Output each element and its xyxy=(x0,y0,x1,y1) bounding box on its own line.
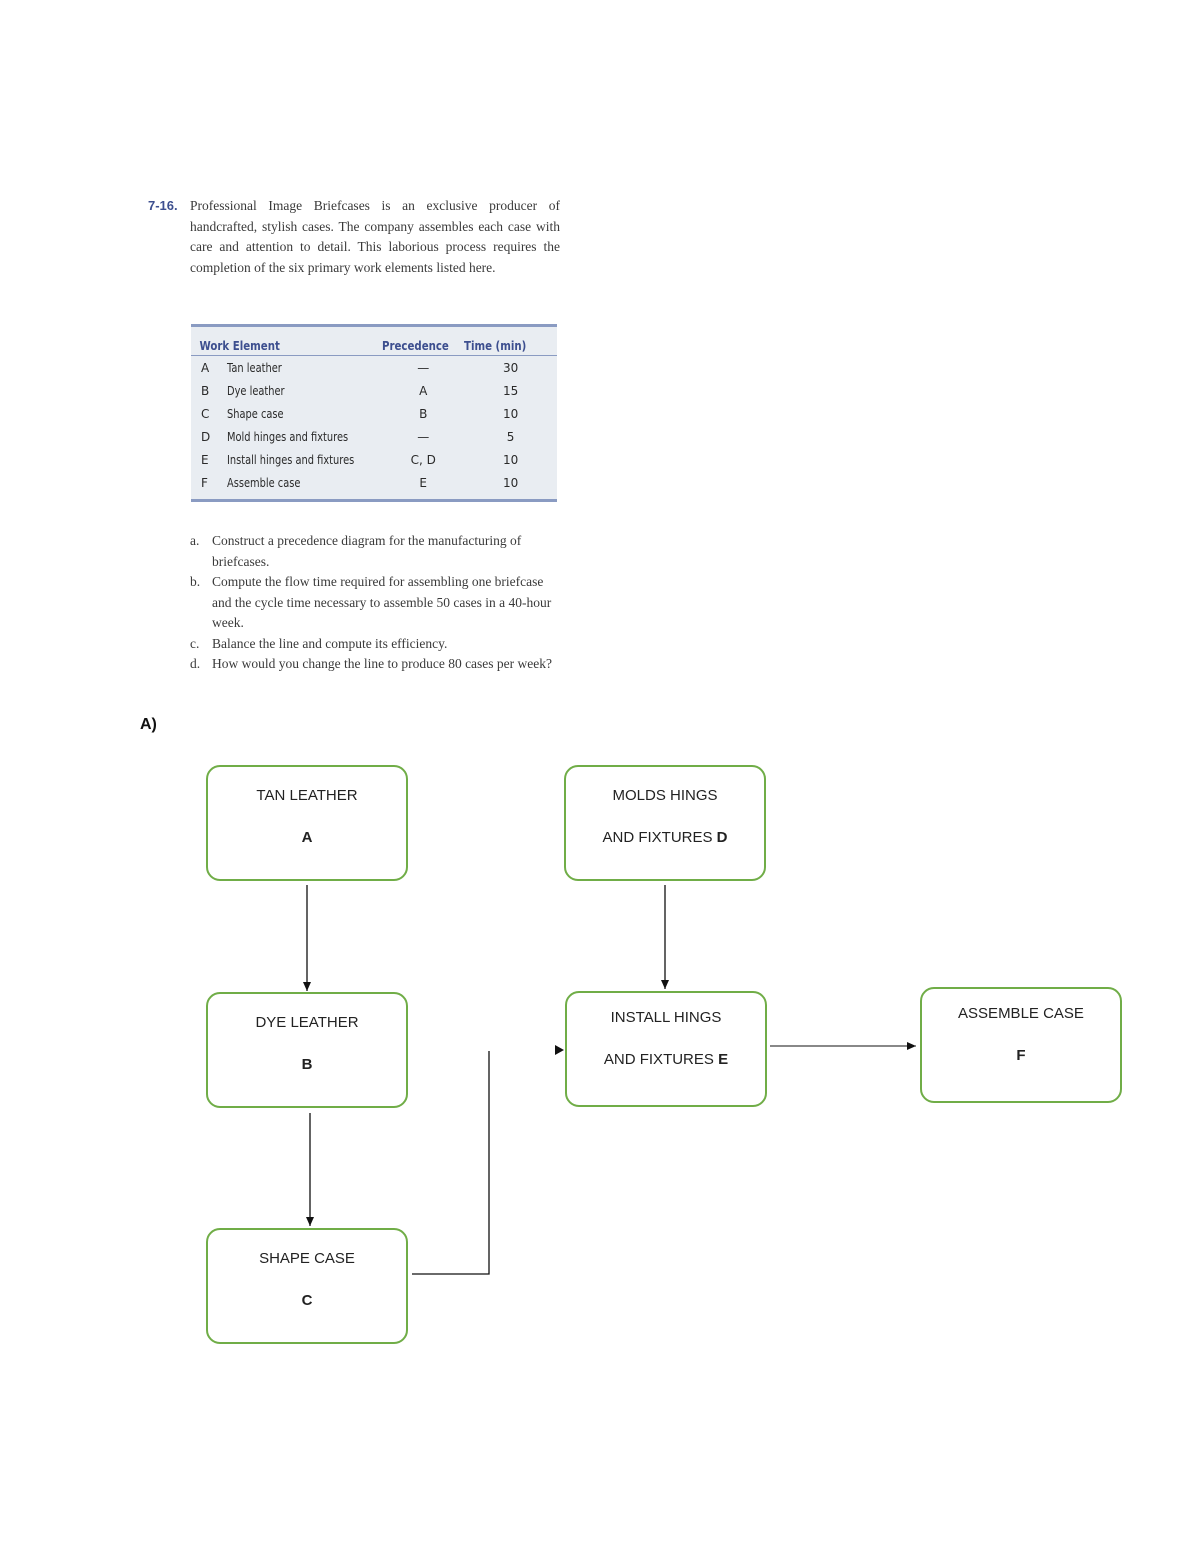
node-id: C xyxy=(301,1292,313,1309)
question-text: Balance the line and compute its efficie… xyxy=(212,635,448,651)
node-label: ASSEMBLE CASE xyxy=(958,1005,1084,1022)
node-label: MOLDS HINGS xyxy=(612,787,718,804)
row-time: 5 xyxy=(506,429,515,444)
node-tan-leather: TAN LEATHER A xyxy=(206,765,408,881)
node-id: F xyxy=(1016,1047,1026,1064)
question-text: Construct a precedence diagram for the m… xyxy=(212,533,522,569)
node-label-line2: AND FIXTURES xyxy=(602,829,713,846)
problem-intro: Professional Image Briefcases is an excl… xyxy=(190,198,560,275)
question-text: Compute the flow time required for assem… xyxy=(212,574,552,630)
row-name: Dye leather xyxy=(227,383,285,398)
node-dye-leather: DYE LEATHER B xyxy=(206,992,408,1108)
work-element-table: Work Element Precedence Time (min) A Tan… xyxy=(191,324,557,502)
header-precedence: Precedence xyxy=(382,337,452,356)
question-letter: a. xyxy=(190,533,200,548)
row-name: Tan leather xyxy=(227,360,282,375)
node-shape-case: SHAPE CASE C xyxy=(206,1228,408,1344)
row-id: D xyxy=(201,429,211,444)
node-install-hinges: INSTALL HINGS AND FIXTURES E xyxy=(565,991,767,1107)
node-id: D xyxy=(716,829,728,846)
question-letter: b. xyxy=(190,574,201,589)
row-precedence: A xyxy=(419,383,428,398)
problem-number: 7-16. xyxy=(148,198,178,213)
row-name: Install hinges and fixtures xyxy=(227,452,355,467)
row-id: F xyxy=(201,475,208,490)
edge-c-e-arrowhead xyxy=(555,1045,564,1055)
node-mold-hinges: MOLDS HINGS AND FIXTURES D xyxy=(564,765,766,881)
node-label: INSTALL HINGS xyxy=(610,1009,722,1026)
node-id: B xyxy=(301,1056,313,1073)
node-id: A xyxy=(301,829,313,846)
row-id: A xyxy=(201,360,210,375)
edge-c-e xyxy=(412,1051,490,1275)
row-precedence: — xyxy=(417,360,430,375)
row-precedence: C, D xyxy=(410,452,436,467)
node-label: SHAPE CASE xyxy=(259,1250,355,1267)
row-time: 30 xyxy=(502,360,519,375)
question-item: b. Compute the flow time required for as… xyxy=(190,572,555,634)
node-id: E xyxy=(718,1051,729,1068)
question-item: a. Construct a precedence diagram for th… xyxy=(190,531,555,572)
question-letter: c. xyxy=(190,635,200,651)
row-time: 10 xyxy=(502,452,519,467)
table-row: A Tan leather — 30 xyxy=(191,356,557,380)
question-letter: d. xyxy=(190,656,201,671)
row-time: 10 xyxy=(502,406,519,421)
question-item: c. Balance the line and compute its effi… xyxy=(190,634,555,655)
row-name: Mold hinges and fixtures xyxy=(227,429,349,444)
row-name: Shape case xyxy=(227,406,284,421)
answer-label: A) xyxy=(140,716,157,733)
node-assemble-case: ASSEMBLE CASE F xyxy=(920,987,1122,1103)
table-row: B Dye leather A 15 xyxy=(191,379,557,402)
node-label-line2: AND FIXTURES xyxy=(603,1051,714,1068)
row-precedence: B xyxy=(419,406,428,421)
row-time: 15 xyxy=(502,383,519,398)
row-name: Assemble case xyxy=(227,475,301,490)
row-id: E xyxy=(201,452,209,467)
table-row: C Shape case B 10 xyxy=(191,402,557,425)
row-id: B xyxy=(201,383,210,398)
row-precedence: — xyxy=(417,429,430,444)
question-list: a. Construct a precedence diagram for th… xyxy=(190,531,555,675)
row-precedence: E xyxy=(419,475,428,490)
header-time: Time (min) xyxy=(464,337,544,356)
row-id: C xyxy=(201,406,210,421)
node-label: DYE LEATHER xyxy=(255,1014,359,1031)
table-row: F Assemble case E 10 xyxy=(191,471,557,494)
node-label: TAN LEATHER xyxy=(256,787,358,804)
table-row: D Mold hinges and fixtures — 5 xyxy=(191,425,557,448)
header-work-element: Work Element xyxy=(191,337,354,356)
row-time: 10 xyxy=(502,475,519,490)
table-header-row: Work Element Precedence Time (min) xyxy=(191,337,557,356)
question-text: How would you change the line to produce… xyxy=(212,656,553,671)
table-row: E Install hinges and fixtures C, D 10 xyxy=(191,448,557,471)
problem-statement: 7-16. Professional Image Briefcases is a… xyxy=(148,196,560,278)
question-item: d. How would you change the line to prod… xyxy=(190,654,555,675)
